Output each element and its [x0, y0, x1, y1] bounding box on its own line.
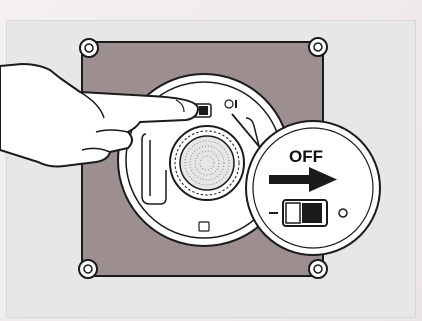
corner-screw-top-right: [309, 38, 327, 56]
fan-grille: [170, 126, 244, 200]
corner-screw-bottom-left: [79, 260, 97, 278]
corner-screw-top-left: [80, 39, 98, 57]
off-label: OFF: [289, 147, 323, 166]
corner-screw-bottom-right: [309, 260, 327, 278]
bottom-port: [199, 222, 209, 231]
